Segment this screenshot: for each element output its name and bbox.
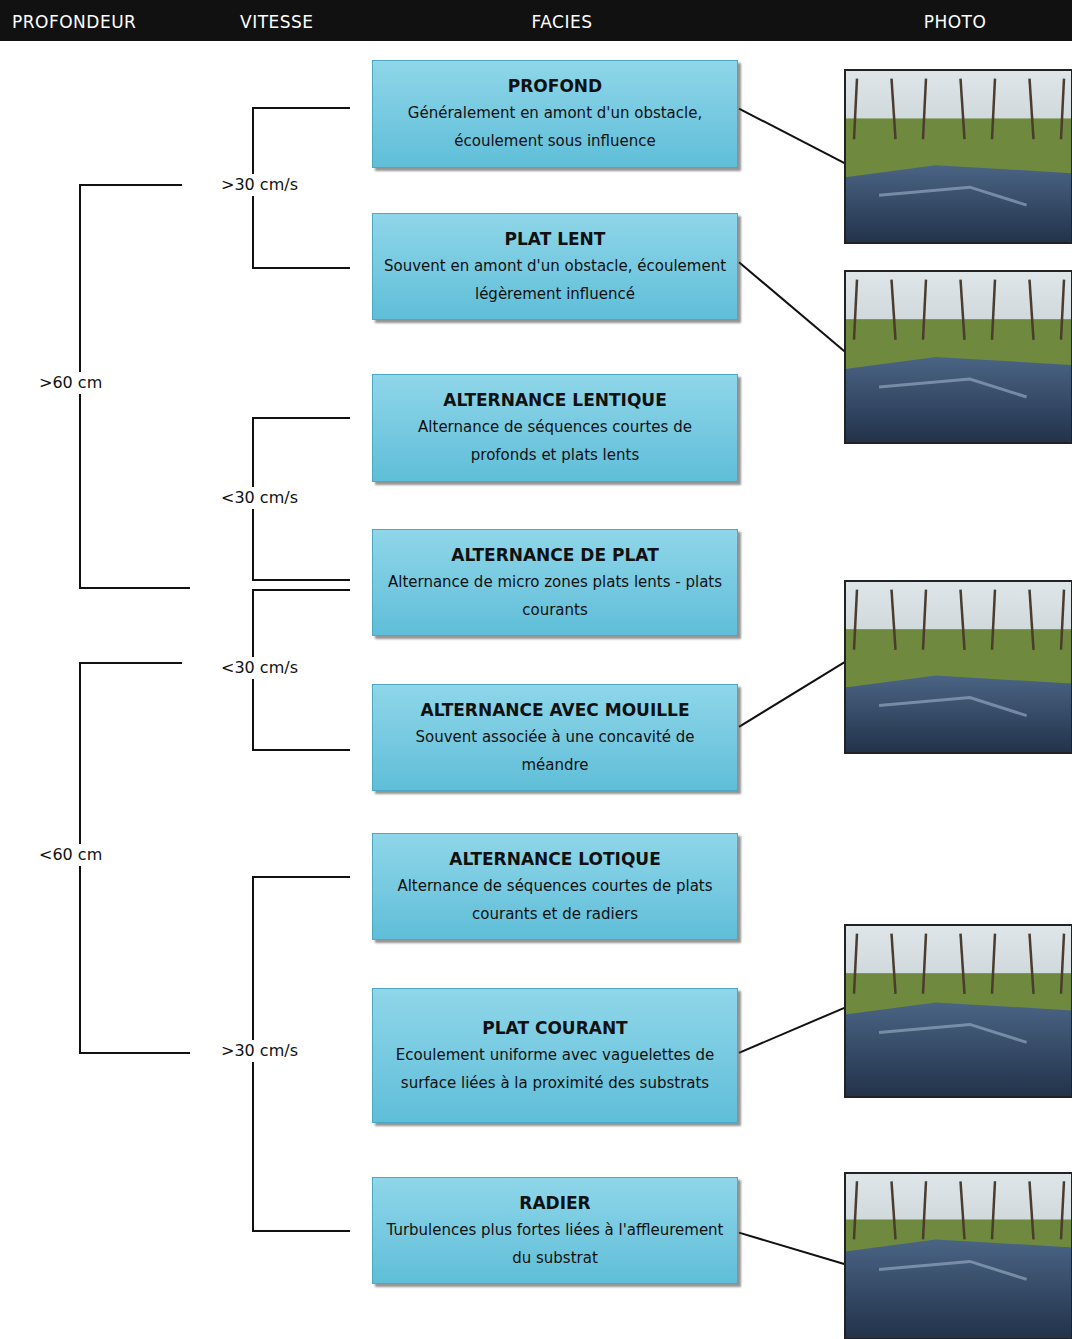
- column-header: PROFONDEUR: [12, 12, 136, 32]
- facies-box: PROFONDGénéralement en amont d'un obstac…: [372, 60, 738, 168]
- facies-box: ALTERNANCE LENTIQUEAlternance de séquenc…: [372, 374, 738, 482]
- photo: [845, 271, 1072, 443]
- leader-line: [739, 1233, 845, 1265]
- facies-title: PLAT LENT: [505, 226, 606, 252]
- photo: [845, 1173, 1072, 1339]
- column-header: FACIES: [532, 12, 593, 32]
- photo: [845, 70, 1072, 243]
- facies-box: ALTERNANCE LOTIQUEAlternance de séquence…: [372, 833, 738, 940]
- facies-description: Alternance de micro zones plats lents - …: [383, 568, 727, 624]
- facies-title: ALTERNANCE LENTIQUE: [443, 387, 667, 413]
- leader-lines: [739, 109, 845, 1265]
- leader-line: [739, 262, 845, 352]
- facies-box: PLAT LENTSouvent en amont d'un obstacle,…: [372, 213, 738, 320]
- facies-title: ALTERNANCE DE PLAT: [451, 542, 658, 568]
- facies-title: ALTERNANCE LOTIQUE: [449, 846, 661, 872]
- facies-title: PROFOND: [508, 73, 602, 99]
- speed-label: >30 cm/s: [218, 1040, 301, 1062]
- facies-description: Alternance de séquences courtes de plats…: [383, 872, 727, 928]
- depth-label: >60 cm: [36, 372, 105, 394]
- leader-line: [739, 1008, 845, 1053]
- column-header: PHOTO: [924, 12, 987, 32]
- speed-label: >30 cm/s: [218, 174, 301, 196]
- speed-label: <30 cm/s: [218, 657, 301, 679]
- facies-description: Souvent associée à une concavité de méan…: [383, 723, 727, 779]
- facies-description: Ecoulement uniforme avec vaguelettes de …: [383, 1041, 727, 1097]
- facies-title: RADIER: [519, 1190, 590, 1216]
- facies-box: ALTERNANCE AVEC MOUILLESouvent associée …: [372, 684, 738, 791]
- facies-title: ALTERNANCE AVEC MOUILLE: [420, 697, 689, 723]
- facies-box: PLAT COURANTEcoulement uniforme avec vag…: [372, 988, 738, 1123]
- facies-box: ALTERNANCE DE PLATAlternance de micro zo…: [372, 529, 738, 636]
- photos: [845, 70, 1072, 1339]
- facies-title: PLAT COURANT: [482, 1015, 627, 1041]
- photo: [845, 925, 1072, 1097]
- column-header: VITESSE: [240, 12, 314, 32]
- leader-line: [739, 662, 845, 727]
- speed-label: <30 cm/s: [218, 487, 301, 509]
- facies-description: Turbulences plus fortes liées à l'affleu…: [383, 1216, 727, 1272]
- facies-box: RADIERTurbulences plus fortes liées à l'…: [372, 1177, 738, 1284]
- bracket-lines: [80, 108, 350, 1231]
- facies-description: Généralement en amont d'un obstacle, éco…: [383, 99, 727, 155]
- leader-line: [739, 109, 845, 164]
- photo: [845, 581, 1072, 753]
- facies-description: Alternance de séquences courtes de profo…: [383, 413, 727, 469]
- facies-description: Souvent en amont d'un obstacle, écouleme…: [383, 252, 727, 308]
- depth-label: <60 cm: [36, 844, 105, 866]
